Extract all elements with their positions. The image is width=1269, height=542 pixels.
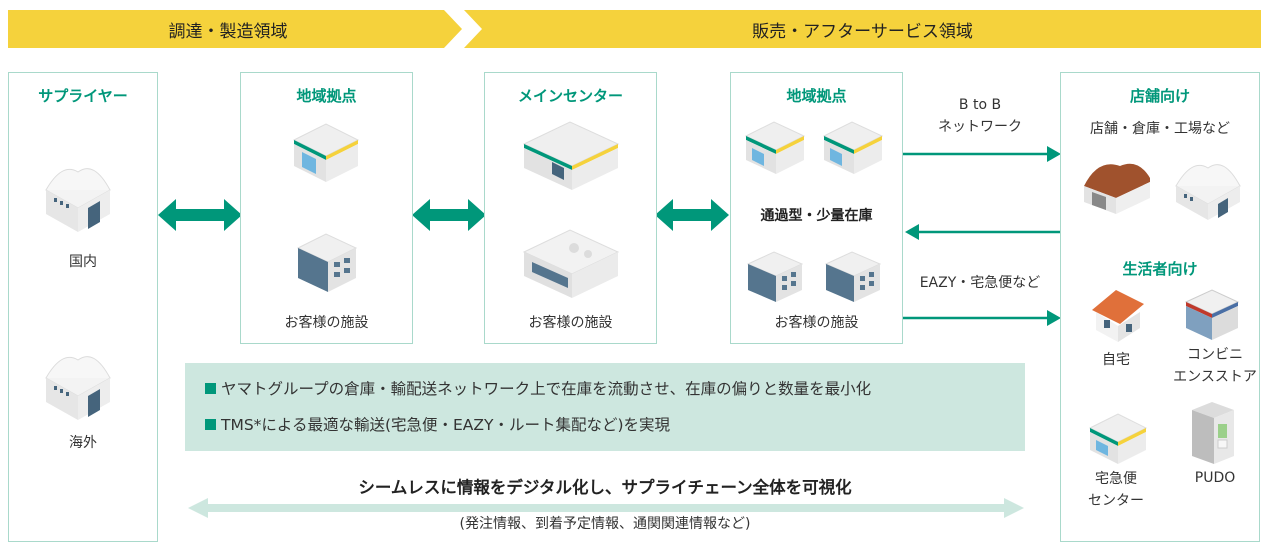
main-center-building-icon (522, 121, 620, 190)
supplier-domestic-label: 国内 (69, 254, 97, 270)
summary-detail: (発注情報、到着予定情報、通関関連情報など) (459, 516, 751, 532)
banner-procurement: 調達・製造領域 (8, 10, 448, 48)
summary-headline: シームレスに情報をデジタル化し、サプライチェーン全体を可視化 (358, 478, 852, 497)
warehouse-overseas-icon (44, 356, 112, 420)
b2b-label: B to B ネットワーク (905, 94, 1055, 138)
regional-hub-2-box: 地域拠点 (730, 72, 903, 344)
main-center-facility-icon (522, 229, 620, 298)
pudo-locker-icon (1192, 402, 1234, 464)
eazy-label: EAZY・宅急便など (919, 275, 1041, 291)
customer-facility-icon-a (746, 251, 804, 302)
info-panel: ヤマトグループの倉庫・輸配送ネットワーク上で在庫を流動させ、在庫の偏りと数量を最… (185, 363, 1025, 451)
home-label: 自宅 (1102, 352, 1130, 368)
info-point-1: ヤマトグループの倉庫・輸配送ネットワーク上で在庫を流動させ、在庫の偏りと数量を最… (205, 377, 871, 399)
store-warehouse-icon (1174, 164, 1242, 220)
convenience-label-line2: エンスストア (1173, 369, 1257, 385)
delivery-center-icon (1088, 413, 1148, 464)
home-icon (1092, 290, 1144, 342)
regional-hub-2-facility-label: お客様の施設 (774, 315, 859, 331)
main-center-box: メインセンター (484, 72, 657, 344)
arrow-to-store (903, 146, 1061, 162)
banner-procurement-label: 調達・製造領域 (168, 21, 288, 42)
customer-facility-icon (296, 233, 358, 292)
store-subtitle: 店舗・倉庫・工場など (1090, 121, 1230, 137)
regional-hub-1-title: 地域拠点 (296, 87, 357, 105)
delivery-center-label: 宅急便 センター (1076, 468, 1156, 512)
convenience-store-icon (1184, 289, 1240, 340)
convenience-label-line1: コンビニ (1187, 347, 1243, 363)
warehouse-domestic-icon (44, 168, 112, 232)
info-point-2-text: TMS*による最適な輸送(宅急便・EAZY・ルート集配など)を実現 (221, 416, 671, 434)
bullet-square-icon (205, 383, 216, 394)
b2b-label-line2: ネットワーク (938, 119, 1022, 135)
info-point-2: TMS*による最適な輸送(宅急便・EAZY・ルート集配など)を実現 (205, 413, 670, 435)
delivery-center-label-line2: センター (1088, 493, 1144, 509)
double-arrow-2 (412, 199, 486, 231)
convenience-label: コンビニ エンスストア (1170, 344, 1260, 388)
info-point-1-text: ヤマトグループの倉庫・輸配送ネットワーク上で在庫を流動させ、在庫の偏りと数量を最… (221, 380, 872, 398)
bullet-square-icon (205, 419, 216, 430)
regional-hub-1-facility-label: お客様の施設 (284, 315, 369, 331)
double-arrow-3 (655, 199, 729, 231)
b2b-label-line1: B to B (958, 97, 1002, 113)
pudo-label: PUDO (1194, 470, 1236, 486)
double-arrow-1 (158, 199, 242, 231)
banner-sales-label: 販売・アフターサービス領域 (752, 21, 973, 42)
supplier-overseas-label: 海外 (69, 435, 97, 451)
main-center-facility-label: お客様の施設 (528, 315, 613, 331)
main-center-title: メインセンター (517, 87, 623, 105)
arrow-to-consumer (903, 310, 1061, 326)
hub-building-icon (292, 123, 360, 182)
summary-double-arrow (188, 498, 1024, 518)
regional-hub-2-title: 地域拠点 (786, 87, 847, 105)
store-title: 店舗向け (1129, 87, 1190, 105)
hub-building-icon-b (822, 121, 884, 174)
regional-hub-2-middle-label: 通過型・少量在庫 (760, 208, 873, 224)
banner-sales: 販売・アフターサービス領域 (464, 10, 1261, 48)
banner-chevron (430, 10, 466, 48)
supplier-box: サプライヤー (8, 72, 158, 542)
consumer-title: 生活者向け (1122, 260, 1198, 278)
hub-building-icon-a (744, 121, 806, 174)
delivery-center-label-line1: 宅急便 (1095, 471, 1137, 487)
store-hangar-icon (1084, 163, 1150, 214)
customer-facility-icon-b (824, 251, 882, 302)
supplier-title: サプライヤー (38, 87, 128, 105)
regional-hub-1-box: 地域拠点 (240, 72, 413, 344)
